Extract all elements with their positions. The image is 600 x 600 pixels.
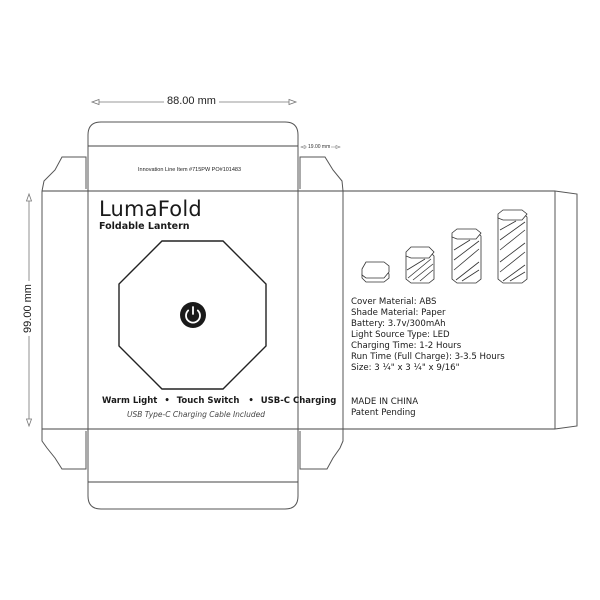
spec-cover-material: Cover Material: ABS [351, 297, 437, 307]
left-top-dust-flap [41, 156, 87, 192]
product-subtitle: Foldable Lantern [99, 221, 190, 232]
spec-run-time: Run Time (Full Charge): 3-3.5 Hours [351, 352, 505, 362]
feature-touch-switch: Touch Switch [176, 396, 240, 406]
spec-shade-material: Shade Material: Paper [351, 308, 446, 318]
lantern-fold-stages-illustration [361, 209, 528, 284]
feature-list: Warm Light • Touch Switch • USB-C Chargi… [102, 397, 336, 406]
top-tuck-flap [87, 121, 299, 146]
line-item-label: Innovation Line Item #715PW PO#101483 [138, 167, 242, 173]
power-icon [180, 302, 206, 328]
feature-usb-c-charging: USB-C Charging [260, 396, 337, 406]
left-bottom-dust-flap [41, 429, 87, 470]
lantern-stage-4-icon [497, 209, 528, 284]
made-in-label: MADE IN CHINA [351, 397, 419, 407]
side-dimension-label: 19.00 mm [307, 144, 332, 150]
octagon-lantern-top-icon [118, 240, 267, 390]
glue-flap [554, 190, 578, 430]
lantern-stage-1-icon [361, 261, 390, 283]
feature-separator: • [248, 396, 254, 406]
origin-block: MADE IN CHINA Patent Pending [351, 397, 418, 419]
patent-label: Patent Pending [351, 408, 416, 418]
top-dust-panel [87, 146, 299, 191]
bottom-tuck-flap [87, 482, 299, 510]
lantern-stage-2-icon [405, 246, 435, 284]
bottom-panel [87, 429, 299, 482]
brand-title: LumaFold [99, 197, 202, 221]
spec-battery: Battery: 3.7v/300mAh [351, 319, 446, 329]
spec-light-source: Light Source Type: LED [351, 330, 450, 340]
cable-note: USB Type-C Charging Cable Included [127, 410, 265, 419]
right-top-dust-flap [299, 156, 344, 192]
width-dimension-label: 88.00 mm [164, 96, 219, 107]
spec-charging-time: Charging Time: 1-2 Hours [351, 341, 462, 351]
height-dimension-label: 99.00 mm [22, 281, 34, 336]
feature-separator: • [164, 396, 170, 406]
spec-size: Size: 3 ¼" x 3 ¼" x 9/16" [351, 363, 460, 373]
feature-warm-light: Warm Light [102, 396, 158, 406]
spec-list: Cover Material: ABS Shade Material: Pape… [351, 297, 505, 374]
lantern-stage-3-icon [451, 228, 482, 284]
right-bottom-dust-flap [299, 429, 344, 470]
